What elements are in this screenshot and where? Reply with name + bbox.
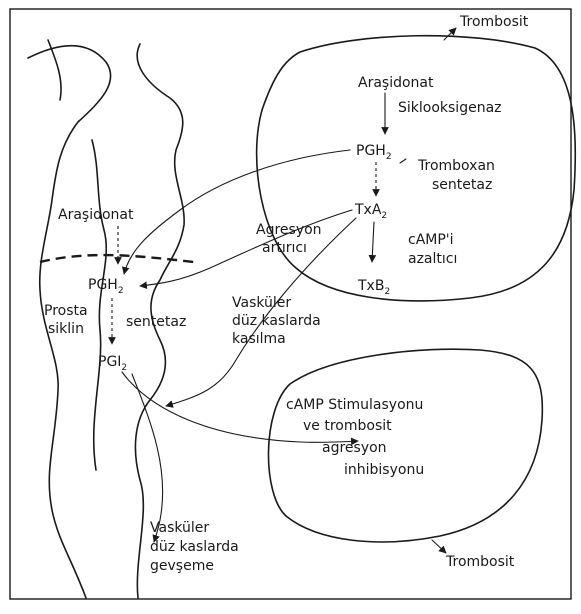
platelet-top-label: Trombosit [459,14,529,30]
platelet-inhibition-line4: inhibisyonu [344,462,424,478]
camp-decrease-label-1: cAMP'i [408,232,454,248]
aggregation-label-2: artırıcı [262,240,307,256]
vessel-pgh2-label: PGH2 [88,277,124,296]
platelet-bottom-outline [268,349,542,542]
platelet-inhibition-line3: agresyon [322,440,387,456]
cyclooxygenase-label: Siklooksigenaz [398,100,502,116]
vascular-contraction-line2: düz kaslarda [232,313,321,329]
vessel-lumen-line [92,140,106,470]
platelet-bottom-pointer [432,540,446,553]
vascular-relaxation-line1: Vasküler [150,520,209,536]
vessel-arachidonate-label: Araşidonat [58,207,134,223]
thromboxane-synthetase-tick [400,159,406,163]
txa2-label: TxA2 [354,202,387,221]
vascular-relaxation-line2: düz kaslarda [150,539,239,555]
arrow-txa2-to-vascular-contraction [166,218,356,406]
pgh2-platelet-label: PGH2 [356,143,392,162]
platelet-top-pointer [444,28,456,40]
prostacyclin-label-1: Prosta [44,303,88,319]
arrow-txa2-to-txb2 [372,222,374,262]
vascular-contraction-line1: Vasküler [232,295,291,311]
arachidonate-label: Araşidonat [358,75,434,91]
thromboxane-synthetase-label-2: sentetaz [432,177,492,193]
platelet-inhibition-line1: cAMP Stimulasyonu [286,397,423,413]
prostacyclin-synthetase-label: sentetaz [126,314,186,330]
vascular-relaxation-line3: gevşeme [150,558,214,574]
platelet-inhibition-line2: ve trombosit [303,418,392,434]
txb2-label: TxB2 [357,278,390,297]
thromboxane-synthetase-label-1: Tromboxan [417,158,495,174]
pgi2-label: PGI2 [98,354,127,373]
platelet-bottom-label: Trombosit [445,554,515,570]
vascular-contraction-line3: kasılma [232,331,286,347]
camp-decrease-label-2: azaltıcı [408,251,457,267]
prostacyclin-label-2: siklin [48,321,84,337]
